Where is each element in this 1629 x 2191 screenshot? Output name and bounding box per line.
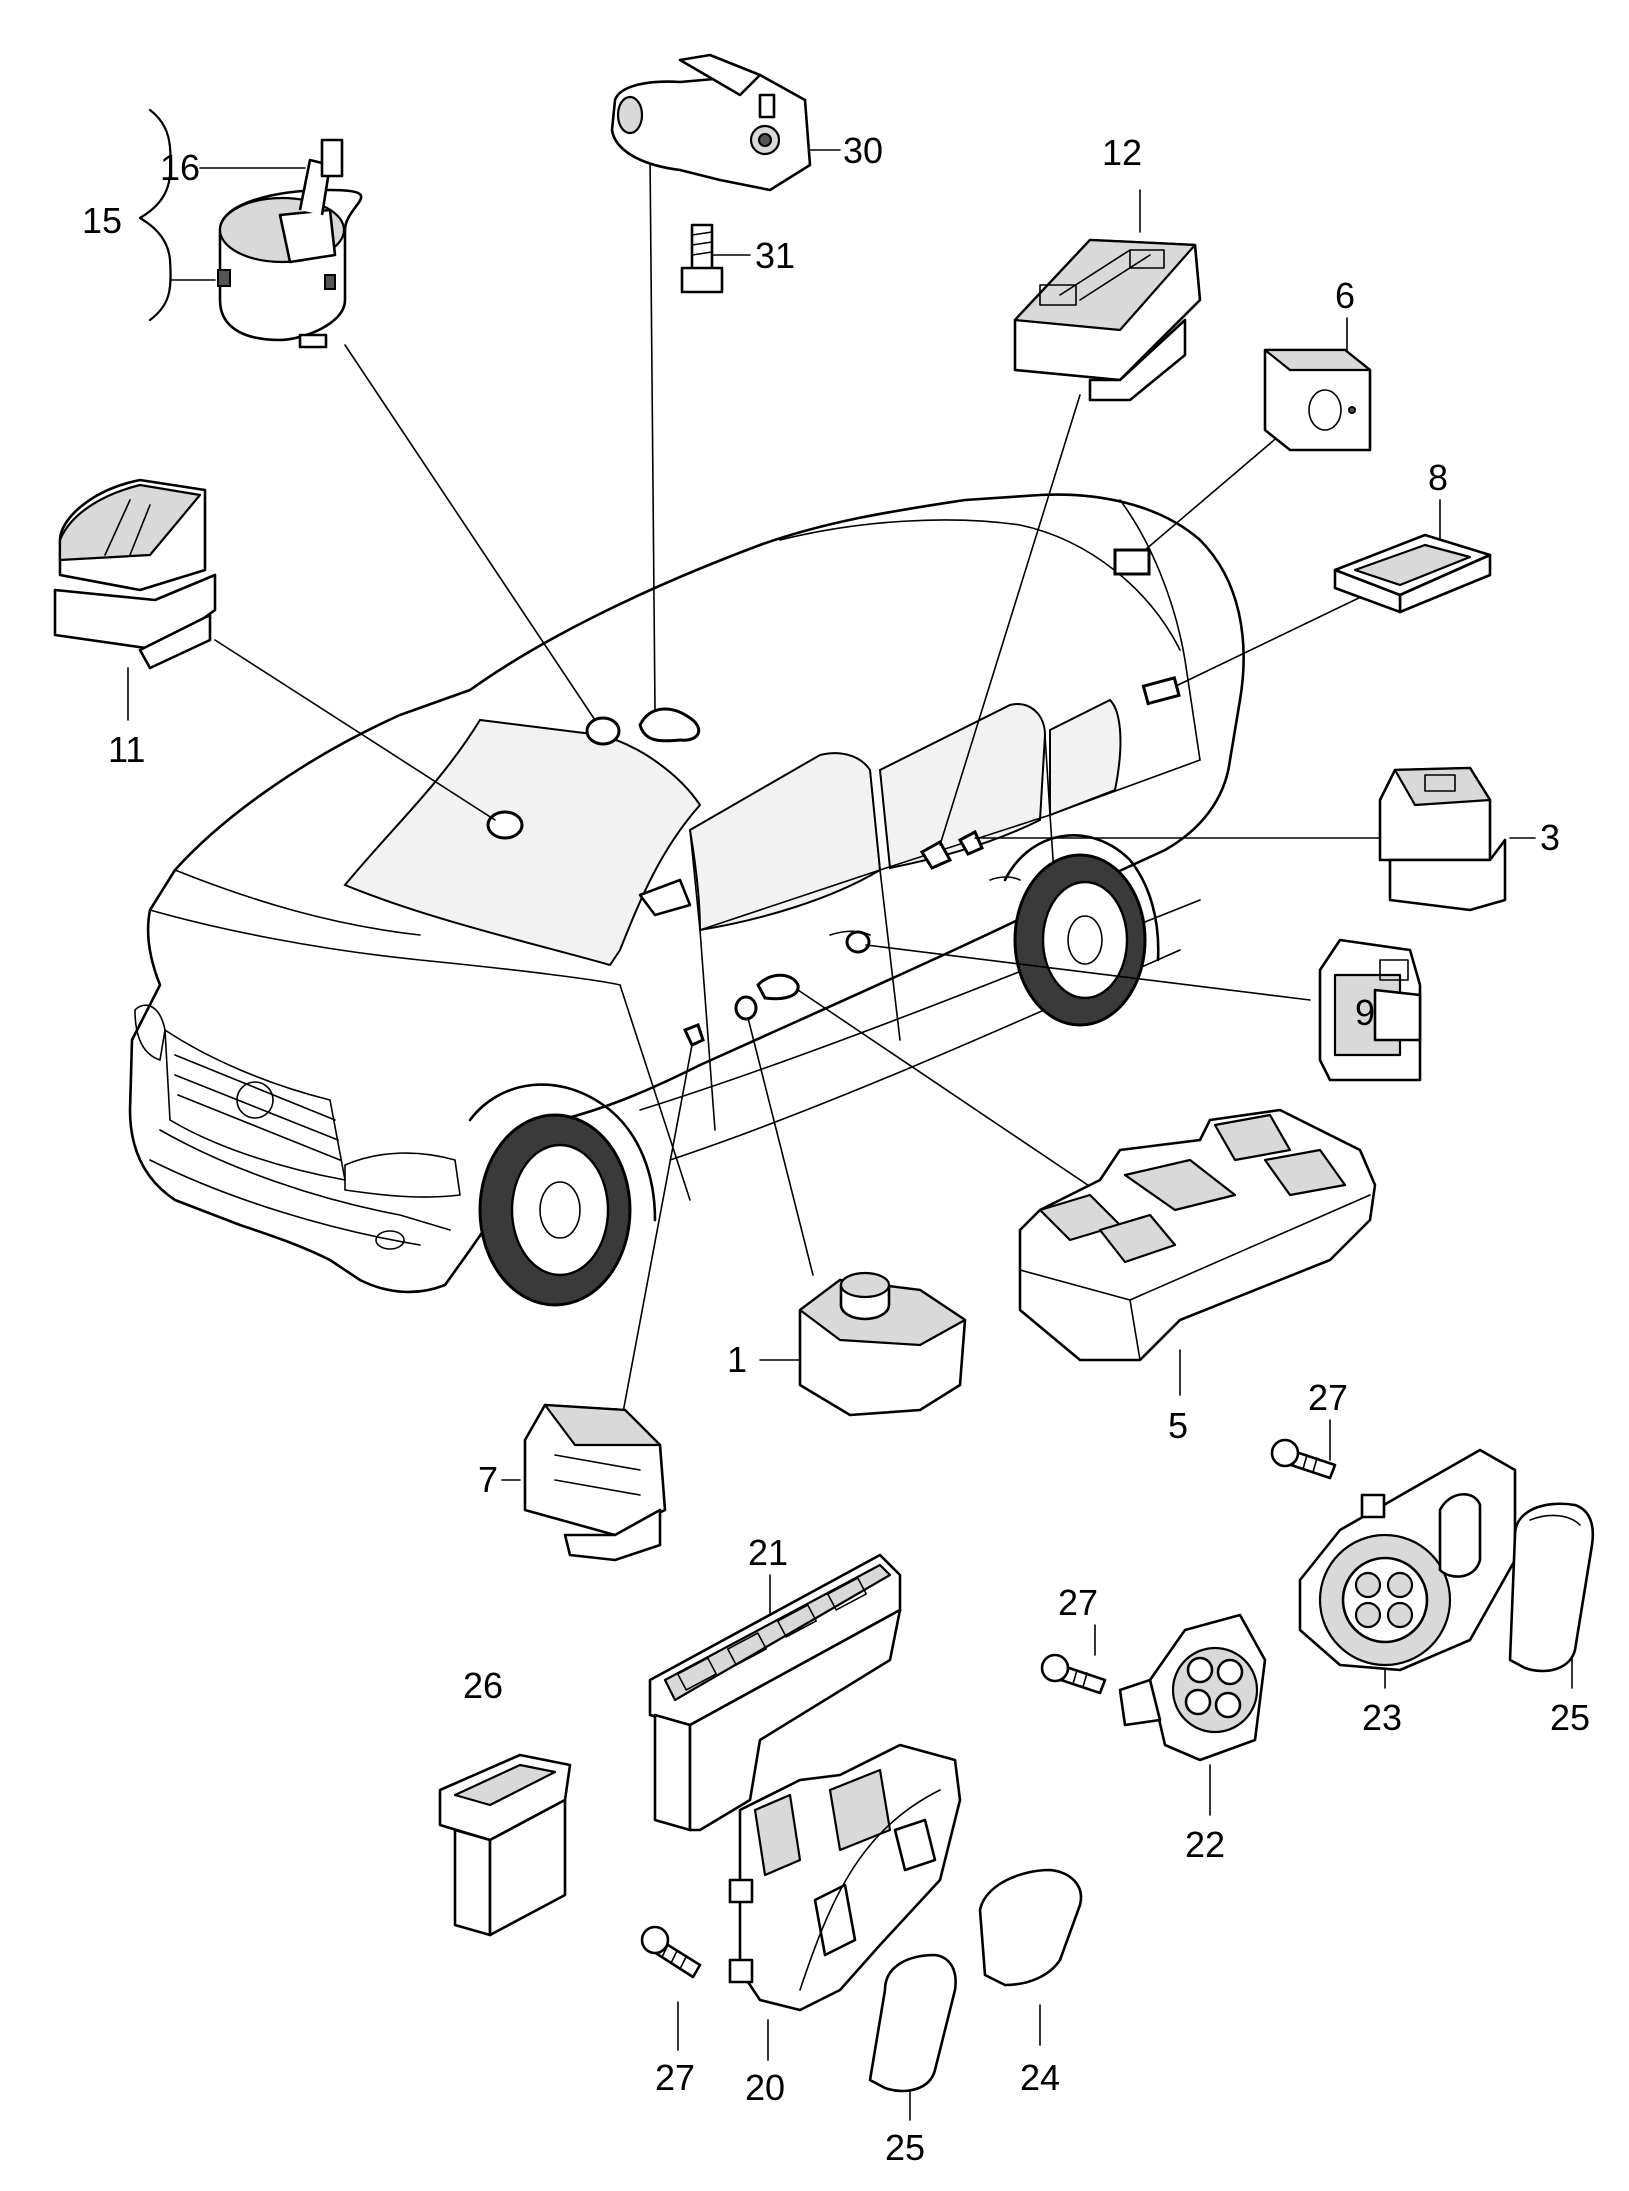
part-23-seat-switch — [1298, 1448, 1517, 1672]
marker-1 — [734, 995, 758, 1021]
callout-21: 21 — [748, 1532, 788, 1573]
part-3-switch — [1378, 766, 1507, 912]
part-31-screw — [680, 223, 724, 294]
marker-30 — [638, 707, 701, 743]
part-5-master-switch — [1018, 1108, 1377, 1362]
part-22-seat-switch — [1118, 1613, 1267, 1762]
callout-23: 23 — [1362, 1697, 1402, 1738]
part-6-switch — [1263, 348, 1372, 452]
location-markers — [486, 548, 1181, 1047]
callout-20: 20 — [745, 2067, 785, 2108]
callout-30: 30 — [843, 130, 883, 171]
callout-11: 11 — [108, 729, 145, 770]
callout-27-top: 27 — [1308, 1377, 1348, 1418]
marker-9 — [845, 930, 871, 954]
part-24-cover — [978, 1868, 1083, 1987]
part-9-switch — [1318, 938, 1422, 1082]
part-21-memory-switch — [648, 1553, 902, 1832]
part-27a-screw — [1270, 1438, 1337, 1480]
callout-3: 3 — [1540, 817, 1560, 858]
part-25a-cover — [1508, 1502, 1595, 1673]
part-16-knob — [320, 138, 344, 178]
marker-12 — [919, 839, 953, 870]
part-30-actuator — [610, 53, 812, 192]
callout-25-right: 25 — [1550, 1697, 1590, 1738]
callout-12: 12 — [1102, 132, 1142, 173]
callout-1: 1 — [727, 1339, 747, 1380]
callout-27-bottom: 27 — [655, 2057, 695, 2098]
callout-22: 22 — [1185, 1824, 1225, 1865]
part-7-switch — [523, 1403, 667, 1562]
marker-5 — [756, 973, 800, 1001]
part-8-switch — [1333, 533, 1492, 614]
callout-27-mid: 27 — [1058, 1582, 1098, 1623]
marker-8 — [1141, 676, 1181, 706]
part-27c-screw — [640, 1925, 702, 1979]
callout-31: 31 — [755, 235, 795, 276]
marker-6 — [1113, 548, 1151, 576]
callout-25-bottom: 25 — [885, 2127, 925, 2168]
callout-6: 6 — [1335, 275, 1355, 316]
callout-7: 7 — [478, 1459, 498, 1500]
callout-24: 24 — [1020, 2057, 1060, 2098]
callout-5: 5 — [1168, 1405, 1188, 1446]
marker-15 — [585, 716, 621, 746]
part-12-switch — [1013, 238, 1202, 402]
part-1-mirror-switch — [798, 1271, 967, 1417]
part-20-housing — [728, 1743, 962, 2012]
car-illustration — [128, 493, 1245, 1307]
callout-26: 26 — [463, 1665, 503, 1706]
part-26-switch — [438, 1753, 572, 1937]
leader-lines — [127, 108, 1573, 2121]
marker-11 — [486, 810, 524, 840]
part-11-switch — [53, 478, 217, 670]
callout-9: 9 — [1355, 992, 1375, 1033]
part-25b-cover — [868, 1953, 957, 2093]
marker-7 — [682, 1023, 705, 1047]
callout-16: 16 — [160, 147, 200, 188]
part-27b-screw — [1040, 1653, 1107, 1695]
callout-15: 15 — [82, 200, 122, 241]
part-15-light-switch — [217, 138, 363, 349]
callout-8: 8 — [1428, 457, 1448, 498]
callout-labels: 15 16 30 31 12 6 8 11 3 9 1 5 7 27 21 27… — [82, 130, 1590, 2168]
